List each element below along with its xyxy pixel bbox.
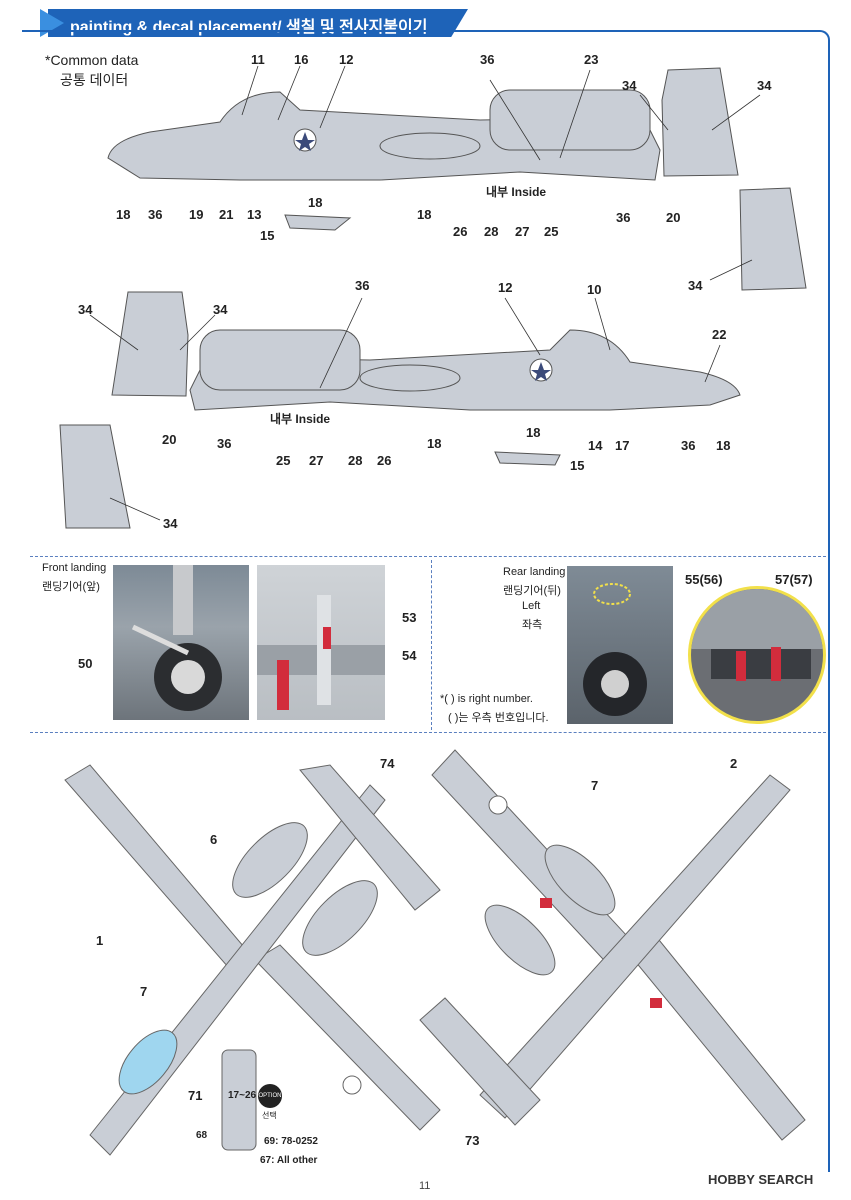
- callout-label: 36: [355, 278, 370, 293]
- callout-label: 26: [453, 224, 468, 239]
- rear-landing-label-en: Rear landing: [503, 566, 566, 578]
- callout-label: 34: [757, 78, 772, 93]
- callout-label: 6: [210, 832, 218, 847]
- callout-label: 16: [294, 52, 309, 67]
- tail-note-67: 67: All other: [260, 1155, 318, 1166]
- callout-label: 28: [484, 224, 499, 239]
- callout-label: 13: [247, 207, 262, 222]
- side-profile-top: [107, 67, 807, 291]
- header-band: [48, 9, 468, 37]
- callout-label: 10: [587, 282, 602, 297]
- rear-gear-photo: [567, 566, 673, 724]
- option-range: 17~26: [228, 1090, 257, 1101]
- callout-label: 12: [498, 280, 513, 295]
- rear-landing-left-kr: 좌측: [522, 619, 543, 631]
- callout-label: 22: [712, 327, 727, 342]
- side-profile-bottom: [59, 291, 741, 529]
- callout-label: 73: [465, 1133, 480, 1148]
- side-profiles-drawing: [59, 65, 807, 529]
- callout-label: 34: [622, 78, 637, 93]
- section-divider: [431, 560, 432, 730]
- callout-label: 53: [402, 610, 417, 625]
- callout-label: 36: [616, 210, 631, 225]
- rear-landing-label-kr: 랜딩기어(뒤): [503, 585, 561, 597]
- callout-label: 26: [377, 453, 392, 468]
- page-frame: [22, 30, 830, 1172]
- lower-plan-view: [419, 749, 806, 1141]
- callout-label: 15: [260, 228, 275, 243]
- front-gear-detail-photo: [257, 565, 385, 720]
- callout-label: 28: [348, 453, 363, 468]
- rear-landing-left-en: Left: [522, 600, 541, 612]
- callout-label: 36: [681, 438, 696, 453]
- callout-label: 17: [615, 438, 630, 453]
- callout-label: 2: [730, 756, 738, 771]
- callout-label: 1: [96, 933, 104, 948]
- front-gear-detail-illustration: [257, 595, 385, 710]
- callout-label: 34: [688, 278, 703, 293]
- callout-label: 27: [309, 453, 324, 468]
- front-gear-illustration: [131, 565, 222, 711]
- front-gear-photo: [113, 565, 249, 720]
- option-badge-icon: OPTION: [258, 1084, 282, 1108]
- section-divider: [30, 556, 826, 557]
- callout-label: 34: [213, 302, 228, 317]
- callout-label: 7: [591, 778, 599, 793]
- callout-label: 55(56): [685, 572, 723, 587]
- callout-label: 18: [427, 436, 442, 451]
- callout-label: 71: [188, 1088, 203, 1103]
- callout-label: 18: [417, 207, 432, 222]
- callout-label: 11: [251, 52, 265, 67]
- page-number: 11: [419, 1180, 431, 1192]
- callout-label: 12: [339, 52, 354, 67]
- callout-label: 54: [402, 648, 417, 663]
- rear-gear-magnifier: [688, 586, 826, 724]
- rear-landing-note-kr: ( )는 우측 번호입니다.: [448, 712, 549, 724]
- callout-label: 34: [163, 516, 178, 531]
- callout-label: 25: [544, 224, 559, 239]
- common-label-en: *Common data: [45, 52, 139, 68]
- inside-label: 내부 Inside: [270, 412, 331, 426]
- callout-label: 20: [162, 432, 177, 447]
- front-landing-label-en: Front landing: [42, 562, 107, 574]
- watermark: HOBBY SEARCH: [708, 1172, 814, 1187]
- callout-label: 21: [219, 207, 234, 222]
- leader-lines: [89, 65, 761, 521]
- tail-note-69: 69: 78-0252: [264, 1136, 318, 1147]
- option-badge-kr: 선택: [262, 1111, 277, 1120]
- rear-gear-magnifier-illustration: [691, 589, 823, 681]
- callout-label: 57(57): [775, 572, 813, 587]
- plan-views-drawing: [64, 749, 806, 1156]
- callout-label: 18: [116, 207, 131, 222]
- section-divider: [30, 732, 826, 733]
- callout-label: 34: [78, 302, 93, 317]
- callout-label: 18: [308, 195, 323, 210]
- tail-note-68: 68: [196, 1130, 208, 1141]
- front-landing-label-kr: 랜딩기어(앞): [42, 581, 100, 593]
- common-label-kr: 공통 데이터: [60, 72, 129, 88]
- callout-label: 50: [78, 656, 93, 671]
- callout-label: 19: [189, 207, 204, 222]
- callout-label: 23: [584, 52, 599, 67]
- tail-detail: [221, 1049, 257, 1151]
- upper-plan-view: [64, 764, 441, 1156]
- callout-label: 18: [716, 438, 731, 453]
- rear-landing-note-en: *( ) is right number.: [440, 693, 533, 705]
- callout-label: 14: [588, 438, 603, 453]
- callout-label: 25: [276, 453, 291, 468]
- callout-label: 27: [515, 224, 530, 239]
- callout-label: 18: [526, 425, 541, 440]
- callout-label: 7: [140, 984, 148, 999]
- callout-label: 36: [148, 207, 163, 222]
- callout-label: 36: [217, 436, 232, 451]
- callout-label: 20: [666, 210, 681, 225]
- inside-label: 내부 Inside: [486, 185, 547, 199]
- callout-label: 74: [380, 756, 395, 771]
- rear-gear-illustration: [583, 583, 647, 716]
- callout-label: 36: [480, 52, 495, 67]
- callout-label: 15: [570, 458, 585, 473]
